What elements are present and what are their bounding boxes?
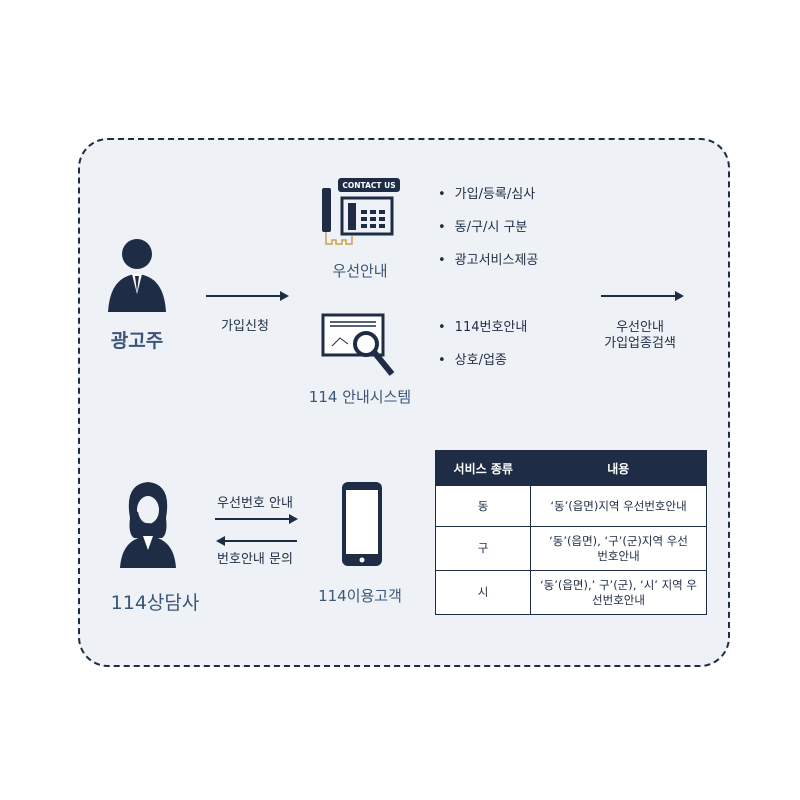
header-service-type: 서비스 종류	[435, 450, 531, 486]
service-content: ‘동’(읍면)지역 우선번호안내	[530, 485, 707, 527]
service-type: 구	[435, 526, 531, 571]
service-content: ‘동’(읍면), ‘구’(군)지역 우선번호안내	[530, 526, 707, 571]
service-type: 동	[435, 485, 531, 527]
system-label: 114 안내시스템	[308, 388, 412, 406]
table-row: 시‘동’(읍면),’ 구’(군), ‘시’ 지역 우선번호안내	[435, 570, 707, 615]
result-line1: 우선안내	[616, 320, 664, 335]
bullet-item: 동/구/시 구분	[438, 216, 528, 235]
service-type: 시	[435, 570, 531, 615]
table-row: 동‘동’(읍면)지역 우선번호안내	[435, 485, 707, 527]
to-customer-label: 우선번호 안내	[217, 496, 293, 511]
bullet-item: 가입/등록/심사	[438, 183, 536, 202]
advertiser-label: 광고주	[110, 330, 164, 352]
priority-guide-label: 우선안내	[332, 262, 388, 280]
table-row: 구‘동’(읍면), ‘구’(군)지역 우선번호안내	[435, 526, 707, 571]
service-content: ‘동’(읍면),’ 구’(군), ‘시’ 지역 우선번호안내	[530, 570, 707, 615]
phone-contact-icon: CONTACT US	[322, 178, 400, 245]
contact-badge: CONTACT US	[342, 181, 395, 190]
arrow-right-icon	[601, 291, 684, 301]
arrow-right-icon	[206, 291, 289, 301]
bullet-item: 상호/업종	[438, 349, 507, 368]
advertiser-person-icon	[108, 239, 166, 312]
arrow-left-icon	[216, 536, 297, 546]
result-line2: 가입업종검색	[604, 336, 676, 351]
search-system-icon	[321, 313, 395, 376]
to-operator-label: 번호안내 문의	[217, 552, 293, 567]
operator-headset-icon	[120, 482, 176, 568]
arrow-right-icon	[215, 514, 298, 524]
bullet-item: 광고서비스제공	[438, 249, 539, 268]
customer-label: 114이용고객	[318, 587, 402, 605]
bullet-item: 114번호안내	[438, 316, 528, 335]
header-content: 내용	[530, 450, 707, 486]
smartphone-icon	[342, 482, 382, 566]
signup-label: 가입신청	[221, 319, 269, 334]
operator-label: 114상담사	[110, 592, 200, 614]
